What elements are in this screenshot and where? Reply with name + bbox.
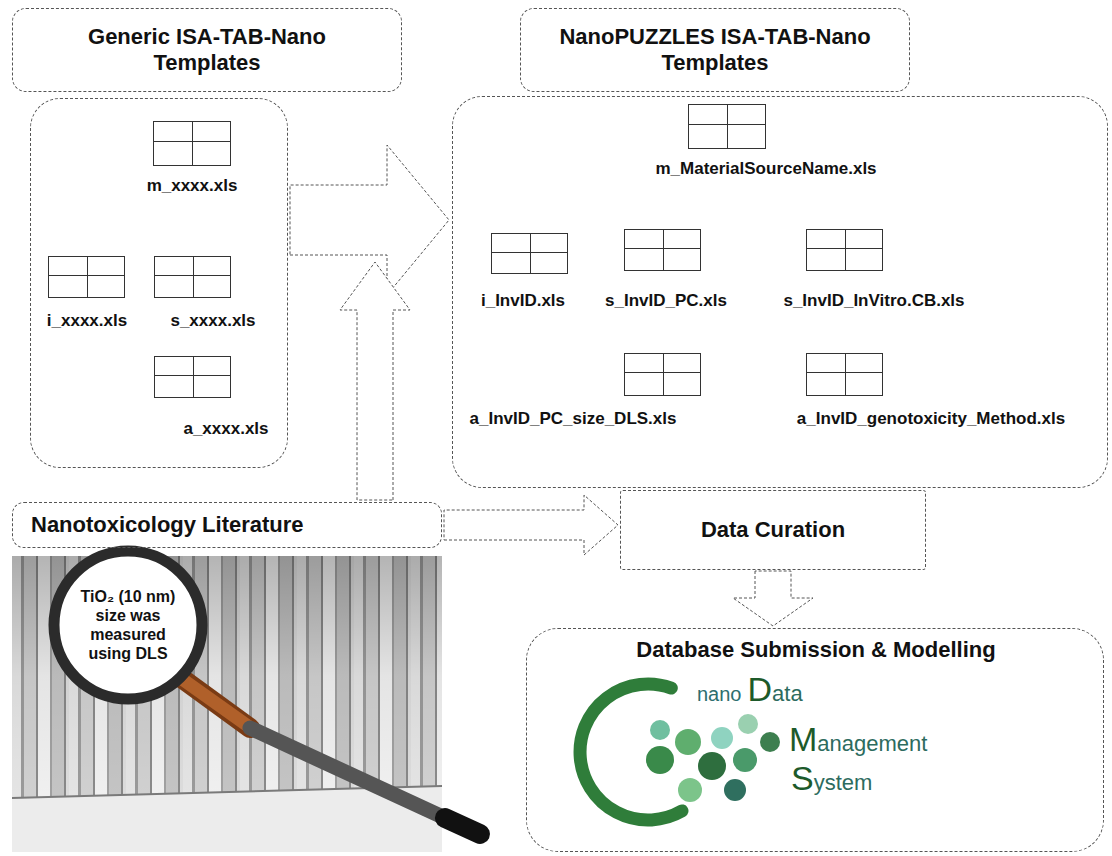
icon-rule (727, 105, 728, 148)
source-box: Nanotoxicology Literature (12, 502, 442, 548)
file-name: i_xxxx.xls (47, 311, 127, 331)
icon-rule (663, 230, 664, 270)
box-label: Generic ISA-TAB-Nano Templates (47, 24, 367, 76)
icon-rule (87, 257, 88, 297)
file-name: a_xxxx.xls (183, 419, 268, 439)
icon-rule (845, 354, 846, 395)
file-icon: m_MaterialSourceName.xls (688, 104, 766, 149)
spreadsheet-icon (624, 353, 701, 396)
lens-note: TiO₂ (10 nm) size was measured using DLS (70, 587, 186, 663)
spreadsheet-icon (48, 256, 125, 298)
box-label: Nanotoxicology Literature (31, 512, 304, 538)
spreadsheet-icon (154, 356, 231, 398)
file-name: a_InvID_genotoxicity_Method.xls (797, 409, 1065, 429)
box-label: NanoPUZZLES ISA-TAB-Nano Templates (555, 24, 875, 76)
box-title: Database Submission & Modelling (636, 637, 995, 663)
file-icon: s_InvID_InVitro.CB.xls (806, 229, 883, 271)
file-name: s_InvID_InVitro.CB.xls (783, 291, 964, 311)
spreadsheet-icon (491, 233, 568, 274)
logo-text: Management (789, 719, 927, 764)
icon-rule (530, 234, 531, 273)
process-box: Data Curation (620, 490, 926, 570)
icon-rule (845, 230, 846, 270)
block-arrow (733, 571, 813, 626)
logo-row: nanoData (697, 669, 803, 714)
template-group: m_xxxx.xls i_xxxx.xls s_xxxx.xls a_xxxx.xls (30, 98, 288, 468)
file-icon: a_xxxx.xls (154, 356, 231, 398)
spreadsheet-icon (806, 353, 883, 396)
file-icon: i_InvID.xls (491, 233, 568, 274)
logo-text: System (791, 758, 872, 803)
file-name: m_xxxx.xls (147, 176, 238, 196)
file-icon: a_InvID_genotoxicity_Method.xls (806, 353, 883, 396)
template-group: m_MaterialSourceName.xls i_InvID.xls s_Inv… (452, 96, 1108, 488)
icon-rule (663, 354, 664, 395)
file-name: m_MaterialSourceName.xls (655, 159, 876, 179)
logo-row: System (791, 758, 872, 803)
file-icon: s_InvID_PC.xls (624, 229, 701, 271)
spreadsheet-icon (806, 229, 883, 271)
file-name: s_InvID_PC.xls (605, 291, 727, 311)
file-icon: s_xxxx.xls (154, 256, 231, 298)
title-box: NanoPUZZLES ISA-TAB-Nano Templates (520, 8, 910, 92)
block-arrow (444, 495, 618, 555)
icon-rule (192, 122, 193, 165)
logo-text: nano (697, 674, 742, 714)
file-name: s_xxxx.xls (170, 311, 255, 331)
file-name: i_InvID.xls (481, 291, 565, 311)
spreadsheet-icon (154, 256, 231, 298)
logo-row: Management (789, 719, 927, 764)
title-box: Generic ISA-TAB-Nano Templates (12, 8, 402, 92)
spreadsheet-icon (688, 104, 766, 149)
file-name: a_InvID_PC_size_DLS.xls (470, 409, 677, 429)
spreadsheet-icon (153, 121, 231, 166)
block-arrow (340, 262, 410, 500)
file-icon: m_xxxx.xls (153, 121, 231, 166)
spreadsheet-icon (624, 229, 701, 271)
icon-rule (193, 357, 194, 397)
database-box: Database Submission & Modelling nanoDataM… (526, 628, 1104, 852)
file-icon: a_InvID_PC_size_DLS.xls (624, 353, 701, 396)
logo-text: Data (748, 669, 803, 714)
magnifier (54, 551, 480, 834)
icon-rule (193, 257, 194, 297)
file-icon: i_xxxx.xls (48, 256, 125, 298)
box-label: Data Curation (701, 517, 845, 543)
